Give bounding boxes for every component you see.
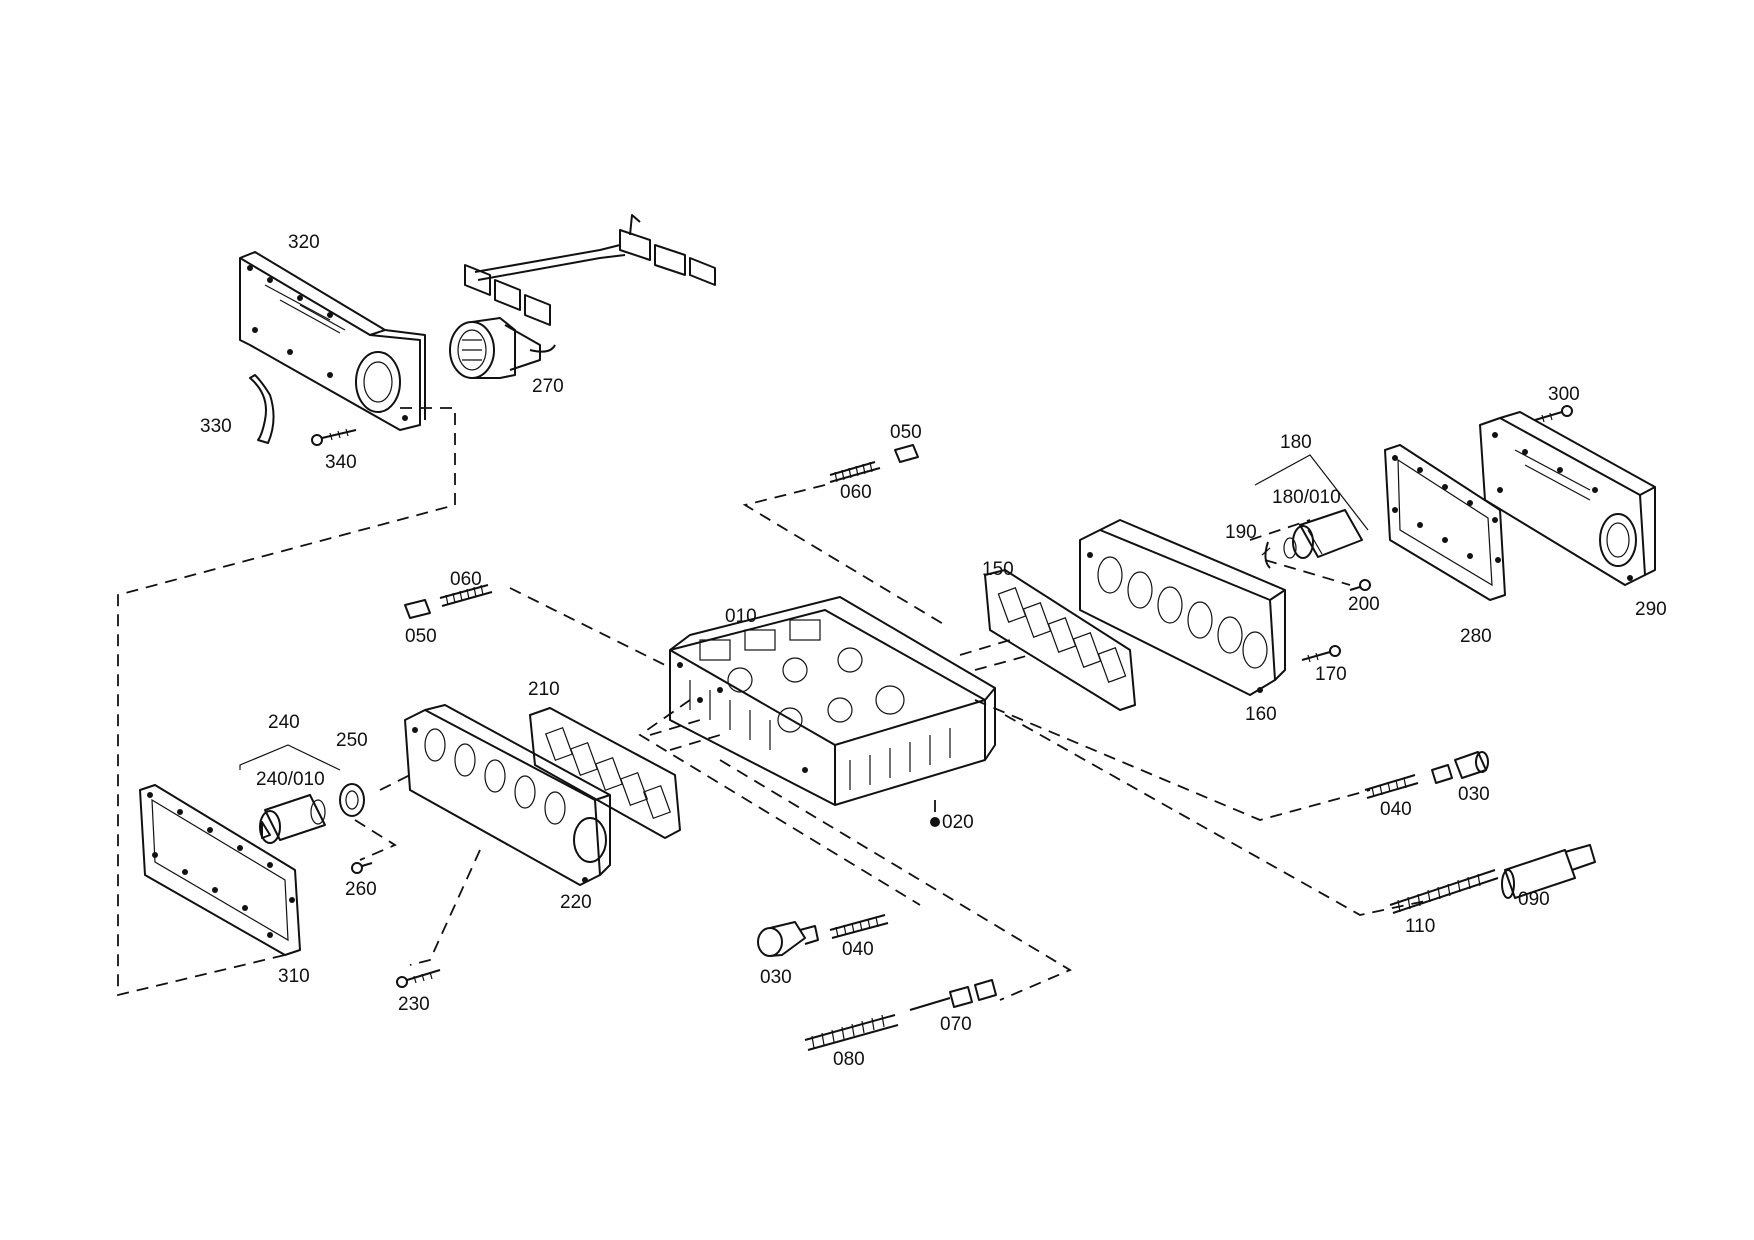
label-160: 160 [1245, 704, 1277, 725]
label-220: 220 [560, 892, 592, 913]
label-230: 230 [398, 994, 430, 1015]
part-030-lower-piston [757, 921, 819, 957]
label-020: 020 [942, 812, 974, 833]
label-050-left: 050 [405, 626, 437, 647]
label-240-010: 240/010 [256, 769, 325, 790]
assembly-guide-lines [117, 407, 1431, 1001]
part-340-screw [311, 428, 357, 446]
part-010-valve-housing [669, 596, 996, 806]
label-310: 310 [278, 966, 310, 987]
part-080-spring [804, 1014, 899, 1051]
label-090: 090 [1518, 889, 1550, 910]
label-330: 330 [200, 416, 232, 437]
part-210-gasket [529, 707, 681, 839]
part-180-solenoid [1254, 454, 1369, 559]
part-060-upper-spring [829, 461, 881, 483]
label-010: 010 [725, 606, 757, 627]
part-260-screw [351, 862, 373, 874]
part-270-harness [449, 214, 716, 379]
part-310-gasket [139, 784, 301, 956]
label-250: 250 [336, 730, 368, 751]
part-060-left-spring [439, 584, 493, 607]
label-200: 200 [1348, 594, 1380, 615]
part-200-screw [1349, 579, 1371, 591]
part-250-oring [339, 783, 365, 817]
part-190-oring [1261, 541, 1271, 569]
label-300: 300 [1548, 384, 1580, 405]
label-170: 170 [1315, 664, 1347, 685]
part-050-upper-plug [894, 444, 919, 463]
part-110-spring [1389, 869, 1499, 914]
label-260: 260 [345, 879, 377, 900]
label-050-upper: 050 [890, 422, 922, 443]
part-240-solenoid [239, 744, 341, 844]
label-340: 340 [325, 452, 357, 473]
label-320: 320 [288, 232, 320, 253]
part-030-right-piston [1431, 751, 1489, 784]
label-030-right: 030 [1458, 784, 1490, 805]
callout-labels: 010 020 030 030 040 040 050 050 060 060 … [200, 232, 1667, 1070]
label-080: 080 [833, 1049, 865, 1070]
label-280: 280 [1460, 626, 1492, 647]
label-190: 190 [1225, 522, 1257, 543]
part-220-housing [404, 704, 611, 886]
label-040-right: 040 [1380, 799, 1412, 820]
part-090-piston [1501, 844, 1596, 899]
part-040-right-spring [1364, 774, 1419, 799]
label-180: 180 [1280, 432, 1312, 453]
label-150: 150 [982, 559, 1014, 580]
label-040-lower: 040 [842, 939, 874, 960]
part-050-left-plug [404, 599, 431, 619]
part-280-gasket [1384, 444, 1506, 601]
label-180-010: 180/010 [1272, 487, 1341, 508]
part-300-screw [1534, 405, 1573, 423]
part-320-cover [239, 251, 426, 431]
part-070-valve [909, 979, 997, 1011]
label-060-left: 060 [450, 569, 482, 590]
part-160-housing [1079, 519, 1286, 696]
label-030-lower: 030 [760, 967, 792, 988]
part-290-cover [1479, 411, 1656, 586]
label-110: 110 [1405, 916, 1435, 937]
part-230-screw [396, 969, 441, 988]
label-290: 290 [1635, 599, 1667, 620]
label-210: 210 [528, 679, 560, 700]
part-020-plug [930, 817, 940, 827]
part-150-gasket [984, 569, 1136, 711]
label-070: 070 [940, 1014, 972, 1035]
part-170-screw [1301, 645, 1341, 663]
part-040-lower-spring [829, 914, 889, 939]
label-060-upper: 060 [840, 482, 872, 503]
label-240: 240 [268, 712, 300, 733]
label-270: 270 [532, 376, 564, 397]
part-330-bracket [249, 374, 275, 444]
